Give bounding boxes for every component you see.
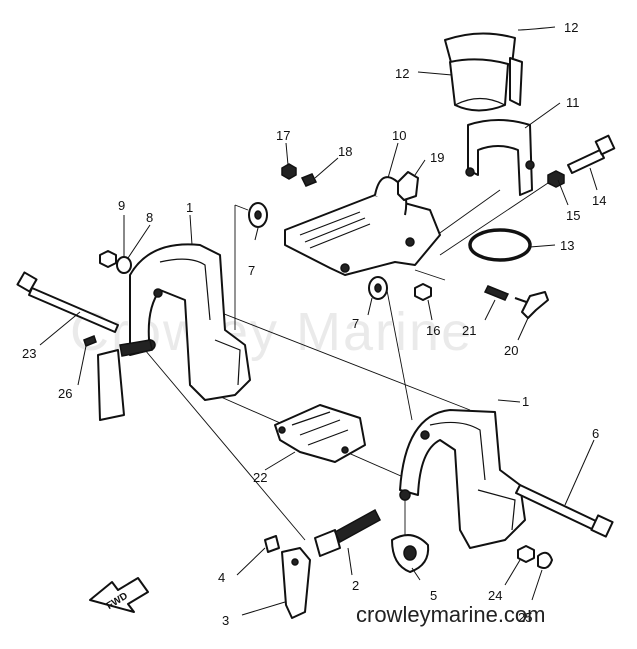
- callout-4: 4: [218, 570, 225, 585]
- nut-15: [547, 170, 565, 188]
- callout-7-upper: 7: [248, 263, 255, 278]
- callouts: 12 12 11 13 14 15 10 19 17 18 1 9 8 7 7 …: [22, 20, 606, 628]
- callout-16: 16: [426, 323, 440, 338]
- bolt-6: [515, 484, 614, 538]
- callout-8: 8: [146, 210, 153, 225]
- tilt-stopper-22: [274, 404, 366, 463]
- bolt-23: [16, 271, 119, 333]
- wing-bolt-20: [514, 291, 549, 319]
- clamp-screw-2: [314, 508, 381, 557]
- o-ring-13: [468, 228, 532, 262]
- callout-24: 24: [488, 588, 502, 603]
- callout-3: 3: [222, 613, 229, 628]
- callout-12-lower: 12: [395, 66, 409, 81]
- callout-22: 22: [253, 470, 267, 485]
- callout-17: 17: [276, 128, 290, 143]
- callout-23: 23: [22, 346, 36, 361]
- pin-25: [537, 551, 553, 569]
- clamp-bracket-11: [465, 119, 535, 196]
- bolt-14: [567, 134, 616, 174]
- callout-19: 19: [430, 150, 444, 165]
- clamp-sleeve-12: [444, 32, 523, 112]
- clamp-screw-left: [97, 339, 153, 421]
- washer-8: [116, 256, 132, 274]
- nut-17: [281, 163, 297, 180]
- callout-12-upper: 12: [564, 20, 578, 35]
- callout-6: 6: [592, 426, 599, 441]
- nut-24: [517, 545, 535, 563]
- swivel-bracket-10: [284, 176, 441, 276]
- spring-21: [483, 285, 510, 301]
- callout-18: 18: [338, 144, 352, 159]
- callout-5: 5: [430, 588, 437, 603]
- callout-7-lower: 7: [352, 316, 359, 331]
- callout-1-left: 1: [186, 200, 193, 215]
- nut-16: [414, 283, 432, 301]
- spring-18: [300, 173, 318, 187]
- callout-13: 13: [560, 238, 574, 253]
- site-url: crowleymarine.com: [356, 602, 546, 627]
- nut-9: [99, 250, 117, 268]
- callout-11: 11: [566, 95, 580, 110]
- washer-7-upper: [248, 202, 268, 228]
- callout-14: 14: [592, 193, 606, 208]
- callout-1-right: 1: [522, 394, 529, 409]
- callout-15: 15: [566, 208, 580, 223]
- callout-20: 20: [504, 343, 518, 358]
- pin-4: [264, 535, 280, 553]
- clamp-bracket-1-right: [399, 409, 526, 549]
- fwd-arrow-icon: FWD: [89, 577, 149, 613]
- callout-21: 21: [462, 323, 476, 338]
- leader-lines: [39, 26, 598, 616]
- callout-25: 25: [518, 610, 532, 625]
- callout-9: 9: [118, 198, 125, 213]
- clamp-pad-5: [391, 534, 430, 573]
- cap-19: [397, 171, 419, 201]
- callout-26: 26: [58, 386, 72, 401]
- handle-3: [281, 547, 311, 619]
- pin-26: [83, 335, 97, 347]
- callout-2: 2: [352, 578, 359, 593]
- washer-7-lower: [368, 276, 388, 300]
- callout-10: 10: [392, 128, 406, 143]
